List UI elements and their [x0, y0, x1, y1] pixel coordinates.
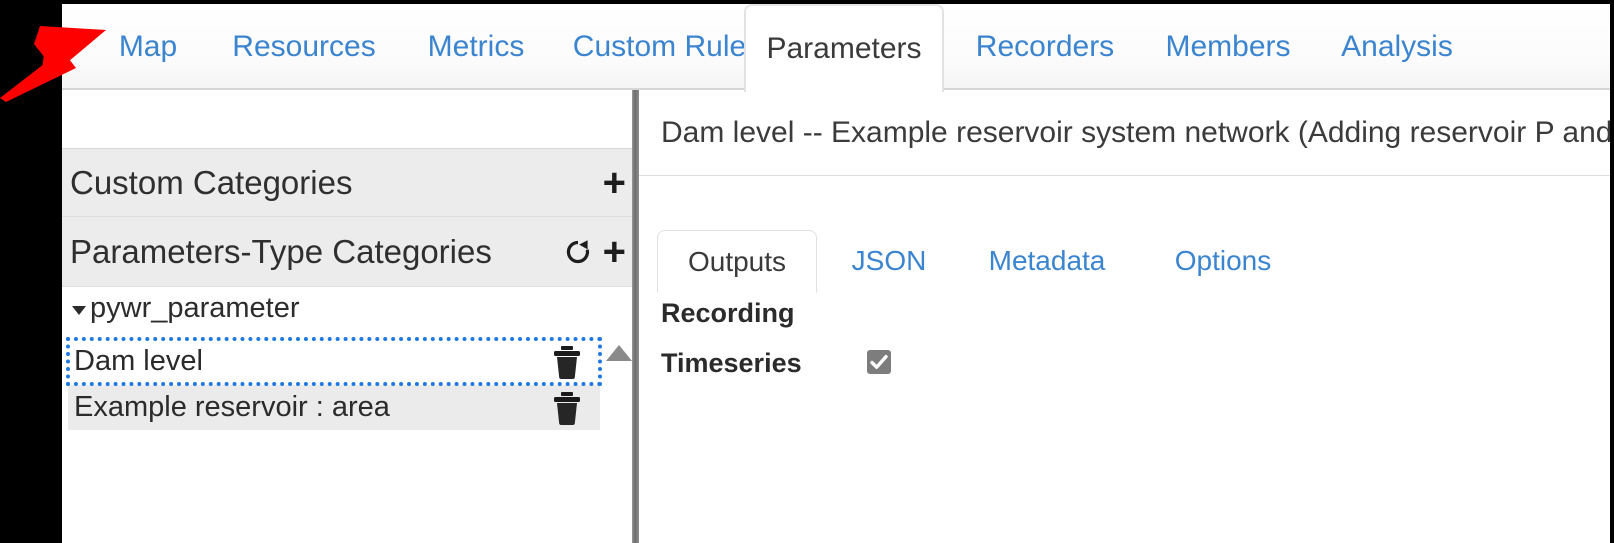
plus-icon[interactable]: +	[602, 229, 626, 274]
list-item[interactable]: Dam level	[66, 337, 602, 386]
letterbox-band-left	[0, 0, 62, 543]
detail-tab-metadata[interactable]: Metadata	[988, 245, 1106, 276]
list-item-label: Dam level	[74, 345, 203, 377]
plus-icon[interactable]: +	[602, 160, 626, 205]
detail-tab-outputs[interactable]: Outputs	[657, 230, 817, 293]
parameters-type-categories-actions: +	[563, 232, 626, 272]
detail-tab-options[interactable]: Options	[1174, 245, 1272, 276]
detail-tab-json[interactable]: JSON	[851, 245, 927, 276]
list-item[interactable]: Example reservoir : area	[68, 385, 600, 430]
panel-splitter-handle[interactable]	[632, 90, 639, 543]
trash-icon[interactable]	[552, 391, 582, 425]
parameter-detail-panel: Dam level -- Example reservoir system ne…	[639, 90, 1610, 543]
parameters-type-categories-title: Parameters-Type Categories	[70, 232, 492, 270]
timeseries-label: Timeseries	[661, 348, 802, 378]
main-tab-recorders[interactable]: Recorders	[975, 30, 1115, 63]
list-item-label: Example reservoir : area	[74, 391, 390, 423]
main-tab-custom-rules[interactable]: Custom Rules	[572, 30, 762, 63]
letterbox-band-top	[0, 0, 1614, 4]
checkbox-checked-icon	[870, 354, 888, 369]
main-tab-metrics[interactable]: Metrics	[427, 30, 525, 63]
scroll-up-arrow-icon[interactable]	[606, 345, 632, 361]
tree-node-label: pywr_parameter	[90, 292, 300, 324]
parameters-type-categories-section-header: Parameters-Type Categories +	[62, 217, 634, 287]
parameters-left-panel: Custom Categories + Parameters-Type Cate…	[62, 90, 634, 543]
letterbox-band-right	[1610, 0, 1614, 543]
main-tab-members[interactable]: Members	[1165, 30, 1291, 63]
detail-tab-bar: Outputs JSON Metadata Options	[639, 230, 1610, 293]
caret-down-icon	[72, 306, 86, 315]
refresh-icon[interactable]	[563, 237, 593, 267]
main-tab-parameters[interactable]: Parameters	[744, 4, 944, 92]
main-tab-resources[interactable]: Resources	[232, 30, 376, 63]
custom-categories-title: Custom Categories	[70, 163, 353, 201]
main-tab-analysis[interactable]: Analysis	[1341, 30, 1453, 63]
page-title: Dam level -- Example reservoir system ne…	[661, 115, 1610, 149]
custom-categories-actions: +	[603, 163, 626, 203]
outputs-form: Recording Timeseries	[639, 292, 1610, 543]
detail-title-bar: Dam level -- Example reservoir system ne…	[639, 90, 1610, 176]
tree-node-pywr-parameter[interactable]: pywr_parameter	[72, 292, 300, 325]
parameter-list-scrollbar[interactable]	[604, 339, 634, 543]
custom-categories-section-header: Custom Categories +	[62, 149, 634, 217]
recording-label: Recording	[661, 298, 795, 328]
timeseries-checkbox[interactable]	[867, 350, 891, 374]
main-tab-map[interactable]: Map	[118, 30, 178, 63]
left-panel-toolbar-blank	[62, 90, 634, 149]
trash-icon[interactable]	[552, 345, 582, 379]
